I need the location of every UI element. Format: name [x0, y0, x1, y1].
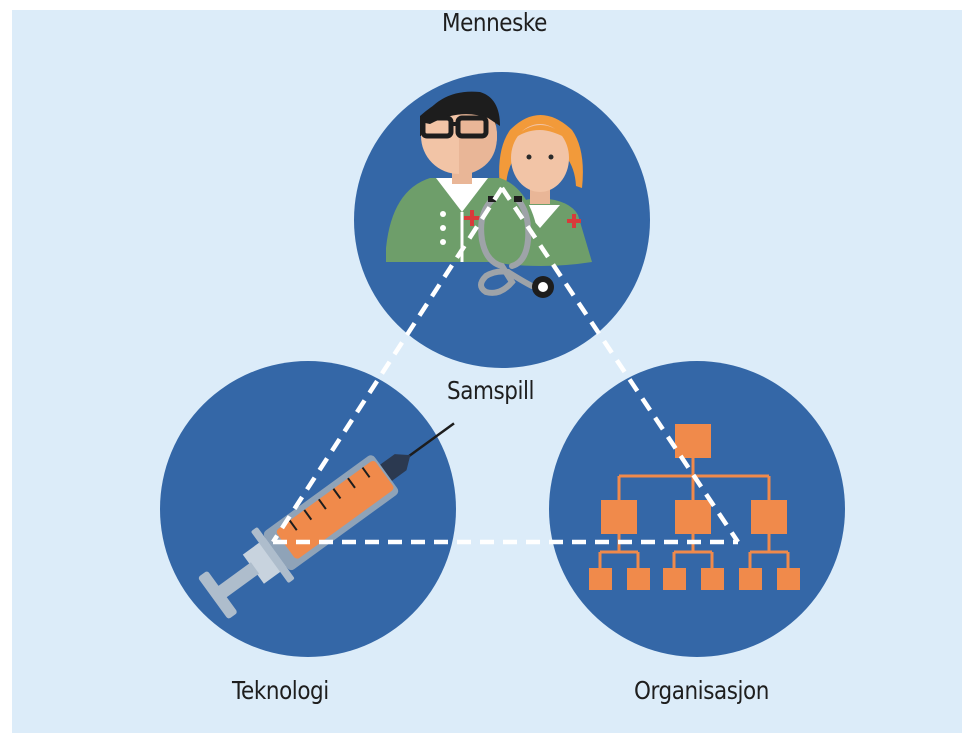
- technology-label: Teknologi: [232, 676, 329, 705]
- link-human-organization: [500, 186, 740, 544]
- link-human-technology: [271, 186, 504, 544]
- interplay-triangle: [271, 186, 740, 545]
- organization-label: Organisasjon: [634, 676, 769, 705]
- org-chart-icon: [589, 424, 800, 590]
- health-workers-icon: [386, 91, 592, 298]
- human-label: Menneske: [442, 8, 547, 37]
- interplay-label: Samspill: [447, 376, 535, 405]
